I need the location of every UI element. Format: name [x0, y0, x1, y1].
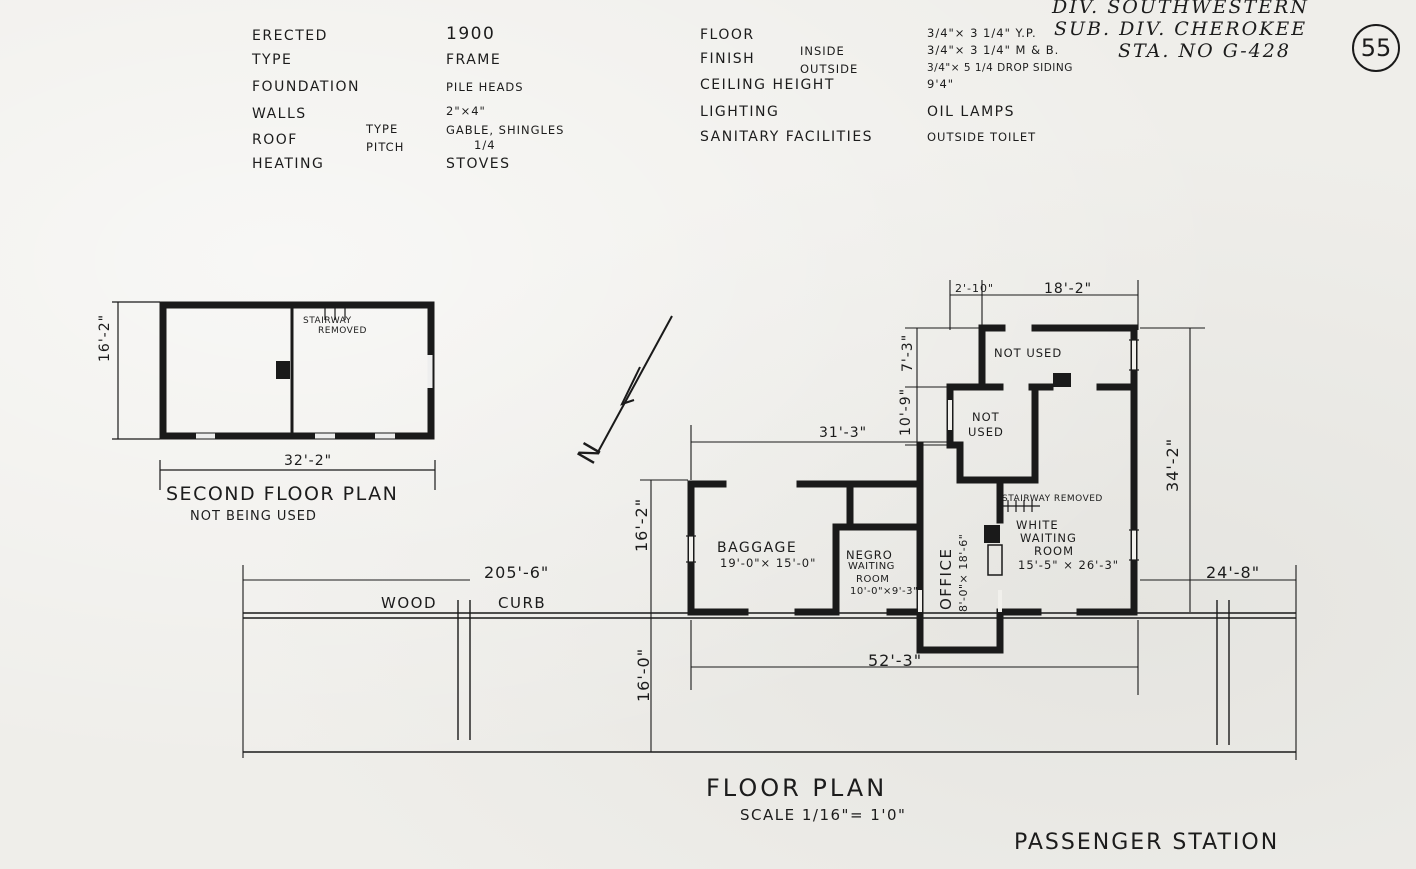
dim-16-0: 16'-0": [634, 647, 653, 702]
dim-7-3: 7'-3": [900, 333, 916, 372]
spec-label-erected: Erected: [252, 28, 328, 44]
room-negro-1: Negro: [846, 548, 893, 562]
room-baggage: Baggage: [717, 540, 798, 556]
dim-24-8: 24'-8": [1206, 563, 1261, 582]
building-type-title: Passenger Station: [1014, 830, 1280, 855]
spec-value-walls: 2"×4": [446, 104, 486, 118]
second-floor-depth-dim: 16'-2": [97, 313, 113, 362]
spec-finish-inside: Inside: [800, 44, 845, 58]
spec-value-heating: Stoves: [446, 156, 511, 172]
second-floor-title: Second Floor Plan: [166, 483, 399, 505]
room-not-used-2b: Used: [968, 425, 1004, 439]
north-arrow: [597, 315, 673, 453]
dim-2-10: 2'-10": [955, 282, 995, 295]
spec-value-type: Frame: [446, 52, 502, 68]
spec-value-roof: Gable, Shingles: [446, 123, 565, 137]
spec-label-floor: Floor: [700, 27, 755, 43]
dim-205-6: 205'-6": [484, 563, 550, 582]
spec-label-type: Type: [252, 52, 293, 68]
platform-curb: Curb: [498, 594, 547, 612]
spec-value-finish-inside: 3/4"× 3 1/4" M & B.: [927, 43, 1060, 57]
room-negro-3: Room: [856, 574, 890, 585]
room-white-3: Room: [1034, 544, 1075, 558]
sheet-number: 55: [1360, 34, 1392, 62]
room-stair-removed: Stairway Removed: [1002, 494, 1103, 504]
spec-finish-outside: Outside: [800, 62, 859, 76]
spec-label-roof: Roof: [252, 132, 298, 148]
room-office-dim: 8'-0"× 18'-6": [957, 533, 970, 612]
spec-value-pitch: 1/4: [474, 138, 496, 152]
dim-34-2: 34'-2": [1163, 437, 1182, 492]
platform-wood: Wood: [381, 594, 437, 612]
spec-label-heating: Heating: [252, 156, 325, 172]
room-negro-dim: 10'-0"×9'-3": [850, 586, 919, 597]
room-negro-2: Waiting: [848, 561, 895, 572]
spec-label-walls: Walls: [252, 106, 307, 122]
room-white-2: Waiting: [1020, 531, 1077, 545]
second-floor-walls: [159, 301, 435, 440]
floor-plan-title: Floor Plan: [706, 774, 888, 802]
room-white-dim: 15'-5" × 26'-3": [1018, 558, 1120, 572]
spec-value-ceiling: 9'4": [927, 77, 955, 91]
room-not-used-2a: Not: [972, 410, 1000, 424]
sheet-number-badge: 55: [1352, 24, 1400, 72]
dim-16-2: 16'-2": [632, 497, 651, 552]
spec-label-finish: Finish: [700, 51, 756, 67]
second-floor-stair-note-2: Removed: [318, 326, 367, 336]
spec-label-sanitary: Sanitary Facilities: [700, 129, 874, 145]
header-division: Div. Southwestern: [1052, 0, 1309, 18]
spec-value-finish-outside: 3/4"× 5 1/4 Drop Siding: [927, 62, 1073, 74]
spec-label-ceiling: Ceiling Height: [700, 77, 835, 93]
spec-value-erected: 1900: [446, 24, 496, 44]
spec-value-lighting: Oil Lamps: [927, 104, 1016, 120]
dim-31-3: 31'-3": [819, 425, 868, 441]
second-floor-stair-note-1: Stairway: [303, 316, 352, 326]
second-floor-width-dim: 32'-2": [284, 453, 333, 469]
header-subdivision: Sub. Div. Cherokee: [1054, 18, 1308, 40]
dim-52-3: 52'-3": [868, 651, 923, 670]
spec-value-sanitary: Outside Toilet: [927, 130, 1037, 144]
spec-value-floor: 3/4"× 3 1/4" Y.P.: [927, 26, 1037, 40]
spec-roof-pitch: Pitch: [366, 140, 405, 154]
room-office: Office: [937, 547, 955, 610]
room-white-1: White: [1016, 518, 1059, 532]
dim-10-9: 10'-9": [898, 387, 914, 436]
dim-18-2: 18'-2": [1044, 281, 1093, 297]
room-baggage-dim: 19'-0"× 15'-0": [720, 556, 817, 570]
spec-label-lighting: Lighting: [700, 104, 780, 120]
spec-roof-type: Type: [366, 122, 399, 136]
spec-value-foundation: Pile Heads: [446, 80, 524, 94]
room-not-used-1: Not Used: [994, 346, 1063, 360]
second-floor-subtitle: Not Being Used: [190, 509, 317, 524]
floor-plan-scale: Scale 1/16"= 1'0": [740, 806, 907, 824]
header-station: Sta. No G-428: [1118, 40, 1291, 62]
spec-label-foundation: Foundation: [252, 79, 360, 95]
